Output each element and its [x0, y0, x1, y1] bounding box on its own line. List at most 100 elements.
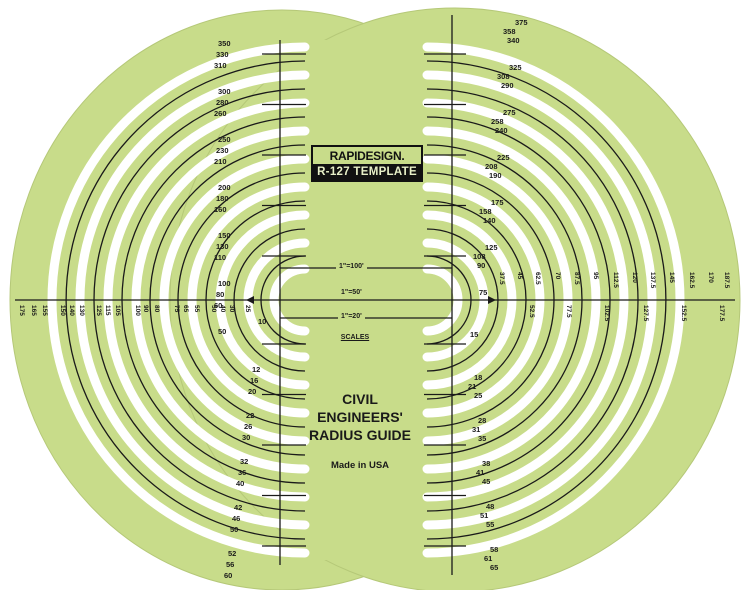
right-radius-label: 28: [478, 416, 486, 425]
right-axis-label: 152.5: [680, 305, 687, 322]
right-radius-label: 75: [479, 288, 487, 297]
left-radius-label: 46: [232, 514, 240, 523]
left-radius-label: 16: [250, 376, 258, 385]
left-radius-label: 50: [230, 525, 238, 534]
left-axis-label: 80: [153, 305, 160, 313]
made-in-label: Made in USA: [330, 460, 390, 471]
left-radius-label: 110: [214, 253, 226, 262]
right-radius-label: 158: [479, 207, 492, 216]
right-radius-label: 25: [474, 391, 482, 400]
left-axis-label: 150: [59, 305, 66, 316]
scales-heading: SCALES: [340, 334, 370, 341]
right-radius-label: 31: [472, 425, 480, 434]
right-axis-label: 52.5: [528, 305, 535, 318]
right-axis-label: 177.5: [718, 305, 725, 322]
left-axis-label: 75: [173, 305, 180, 313]
left-axis-label: 90: [142, 305, 149, 313]
left-axis-label: 115: [104, 305, 111, 316]
left-axis-label: 165: [30, 305, 37, 316]
right-radius-label: 55: [486, 520, 494, 529]
right-radius-label: 15: [470, 330, 478, 339]
product-title: CIVIL ENGINEERS' RADIUS GUIDE: [300, 390, 420, 444]
right-axis-label: 170: [707, 272, 714, 283]
brand-label: RAPIDESIGN. R-127 TEMPLATE: [311, 145, 423, 182]
right-radius-label: 18: [474, 373, 482, 382]
right-axis-label: 187.5: [723, 272, 730, 289]
right-axis-label: 145: [668, 272, 675, 283]
right-radius-label: 290: [501, 81, 514, 90]
left-radius-label: 300: [218, 87, 231, 96]
right-radius-label: 125: [485, 243, 498, 252]
left-radius-label: 36: [238, 468, 246, 477]
left-radius-label: 150: [218, 231, 231, 240]
left-radius-label: 40: [236, 479, 244, 488]
right-radius-label: 21: [468, 382, 476, 391]
left-axis-label: 25: [244, 305, 251, 313]
brand-name: RAPIDESIGN.: [329, 149, 405, 163]
left-radius-label: 230: [216, 146, 229, 155]
left-axis-label: 125: [95, 305, 102, 316]
left-axis-label: 65: [182, 305, 189, 313]
right-axis-label: 137.5: [649, 272, 656, 289]
left-axis-label: 155: [41, 305, 48, 316]
left-radius-label: 52: [228, 549, 236, 558]
scale-label-100: 1"=100': [336, 263, 367, 270]
left-axis-label: 100: [134, 305, 141, 316]
right-axis-label: 70: [554, 272, 561, 280]
left-radius-label: 56: [226, 560, 234, 569]
title-line-2: ENGINEERS': [317, 409, 403, 425]
right-axis-label: 162.5: [688, 272, 695, 289]
left-radius-label: 22: [246, 411, 254, 420]
left-radius-label: 20: [248, 387, 256, 396]
left-arrow-icon: [246, 296, 254, 304]
right-radius-label: 48: [486, 502, 494, 511]
right-radius-label: 90: [477, 261, 485, 270]
left-axis-label: 40: [219, 305, 226, 313]
right-radius-label: 308: [497, 72, 510, 81]
left-radius-label: 210: [214, 157, 227, 166]
right-axis-label: 62.5: [534, 272, 541, 285]
left-axis-label: 105: [114, 305, 121, 316]
right-radius-label: 41: [476, 468, 484, 477]
left-radius-label: 180: [216, 194, 229, 203]
title-line-3: RADIUS GUIDE: [309, 427, 411, 443]
right-radius-label: 340: [507, 36, 520, 45]
right-radius-label: 375: [515, 18, 528, 27]
scale-label-20: 1"=20': [338, 313, 365, 320]
right-radius-label: 225: [497, 153, 510, 162]
left-radius-label: 280: [216, 98, 229, 107]
left-radius-label: 260: [214, 109, 227, 118]
right-axis-label: 120: [631, 272, 638, 283]
right-radius-label: 65: [490, 563, 498, 572]
right-axis-label: 102.5: [603, 305, 610, 322]
right-radius-label: 58: [490, 545, 498, 554]
left-radius-label: 250: [218, 135, 231, 144]
right-radius-label: 175: [491, 198, 504, 207]
right-radius-label: 45: [482, 477, 490, 486]
left-radius-label: 12: [252, 365, 260, 374]
left-radius-label: 50: [218, 327, 226, 336]
right-axis-label: 95: [592, 272, 599, 280]
left-radius-label: 26: [244, 422, 252, 431]
right-radius-label: 140: [483, 216, 496, 225]
left-axis-label: 50: [210, 305, 217, 313]
right-axis-label: 87.5: [573, 272, 580, 285]
title-line-1: CIVIL: [342, 391, 378, 407]
right-axis-label: 37.5: [498, 272, 505, 285]
left-radius-label: 160: [214, 205, 227, 214]
left-radius-label: 130: [216, 242, 229, 251]
right-radius-label: 51: [480, 511, 488, 520]
left-axis-label: 30: [228, 305, 235, 313]
left-radius-label: 350: [218, 39, 231, 48]
right-radius-label: 258: [491, 117, 504, 126]
right-radius-label: 240: [495, 126, 508, 135]
right-axis-label: 45: [516, 272, 523, 280]
scale-label-50: 1"=50': [338, 289, 365, 296]
left-axis-label: 140: [68, 305, 75, 316]
left-axis-label: 175: [18, 305, 25, 316]
right-radius-label: 358: [503, 27, 516, 36]
right-axis-label: 112.5: [612, 272, 619, 288]
left-axis-label: 55: [193, 305, 200, 313]
model-name: R-127 TEMPLATE: [313, 164, 421, 180]
